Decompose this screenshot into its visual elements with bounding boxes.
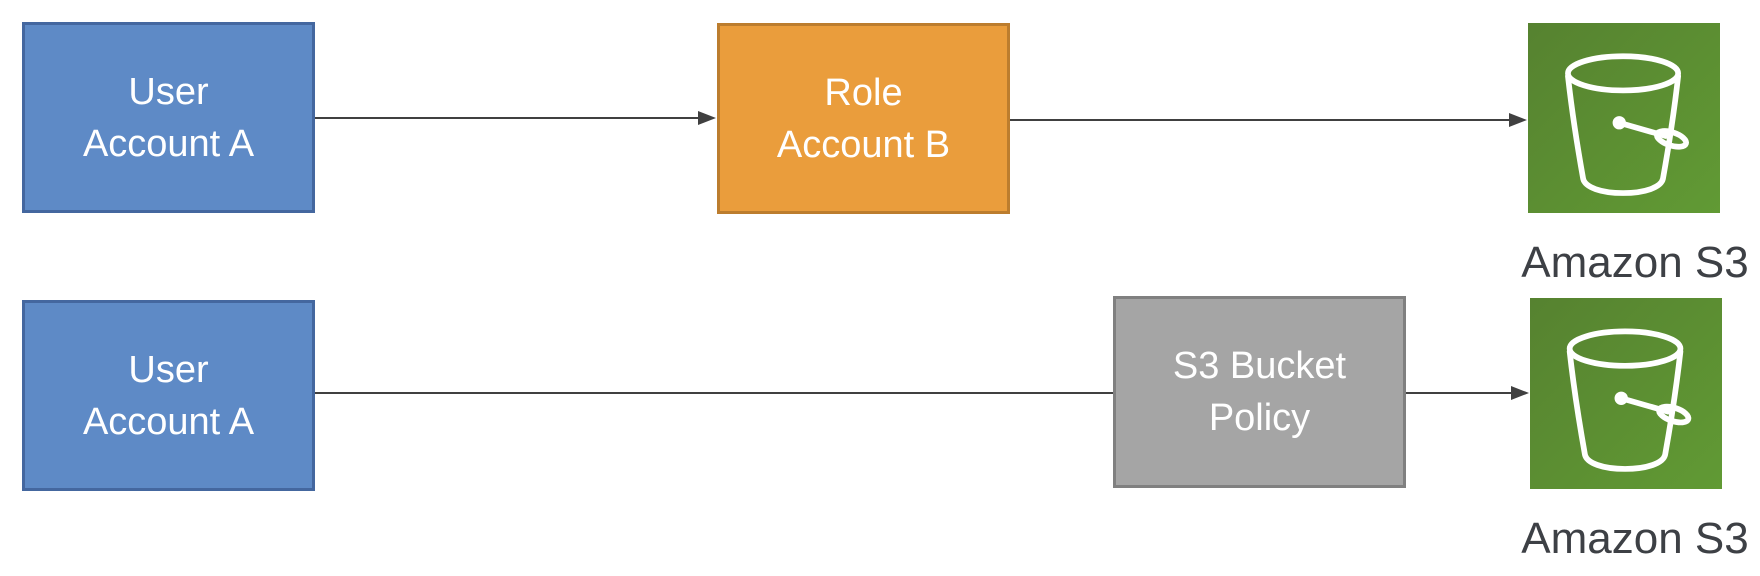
node-label-line: User [128, 348, 209, 391]
node-label-line: Account A [82, 400, 255, 443]
node-label-line: Role [824, 71, 903, 114]
amazon-s3-label-row2: Amazon S3 [1521, 514, 1749, 563]
node-s3-bucket-policy: S3 Bucket Policy [1113, 296, 1406, 488]
amazon-s3-bucket-icon [1530, 298, 1722, 489]
arrowhead-user-to-role [698, 111, 716, 125]
node-label-line: Account A [82, 122, 255, 165]
node-label-line: S3 Bucket [1172, 345, 1347, 387]
arrowhead-role-to-s3 [1509, 113, 1527, 127]
node-role-account-b: Role Account B [717, 23, 1010, 214]
amazon-s3-bucket-icon [1528, 23, 1720, 213]
arrowhead-policy-to-s3 [1511, 386, 1529, 400]
node-label-line: Policy [1208, 397, 1311, 439]
amazon-s3-label-row1: Amazon S3 [1521, 238, 1749, 287]
node-label-line: User [128, 70, 209, 113]
node-label-line: Account B [776, 123, 951, 166]
node-user-account-a-row2: User Account A [22, 300, 315, 491]
node-user-account-a-row1: User Account A [22, 22, 315, 213]
